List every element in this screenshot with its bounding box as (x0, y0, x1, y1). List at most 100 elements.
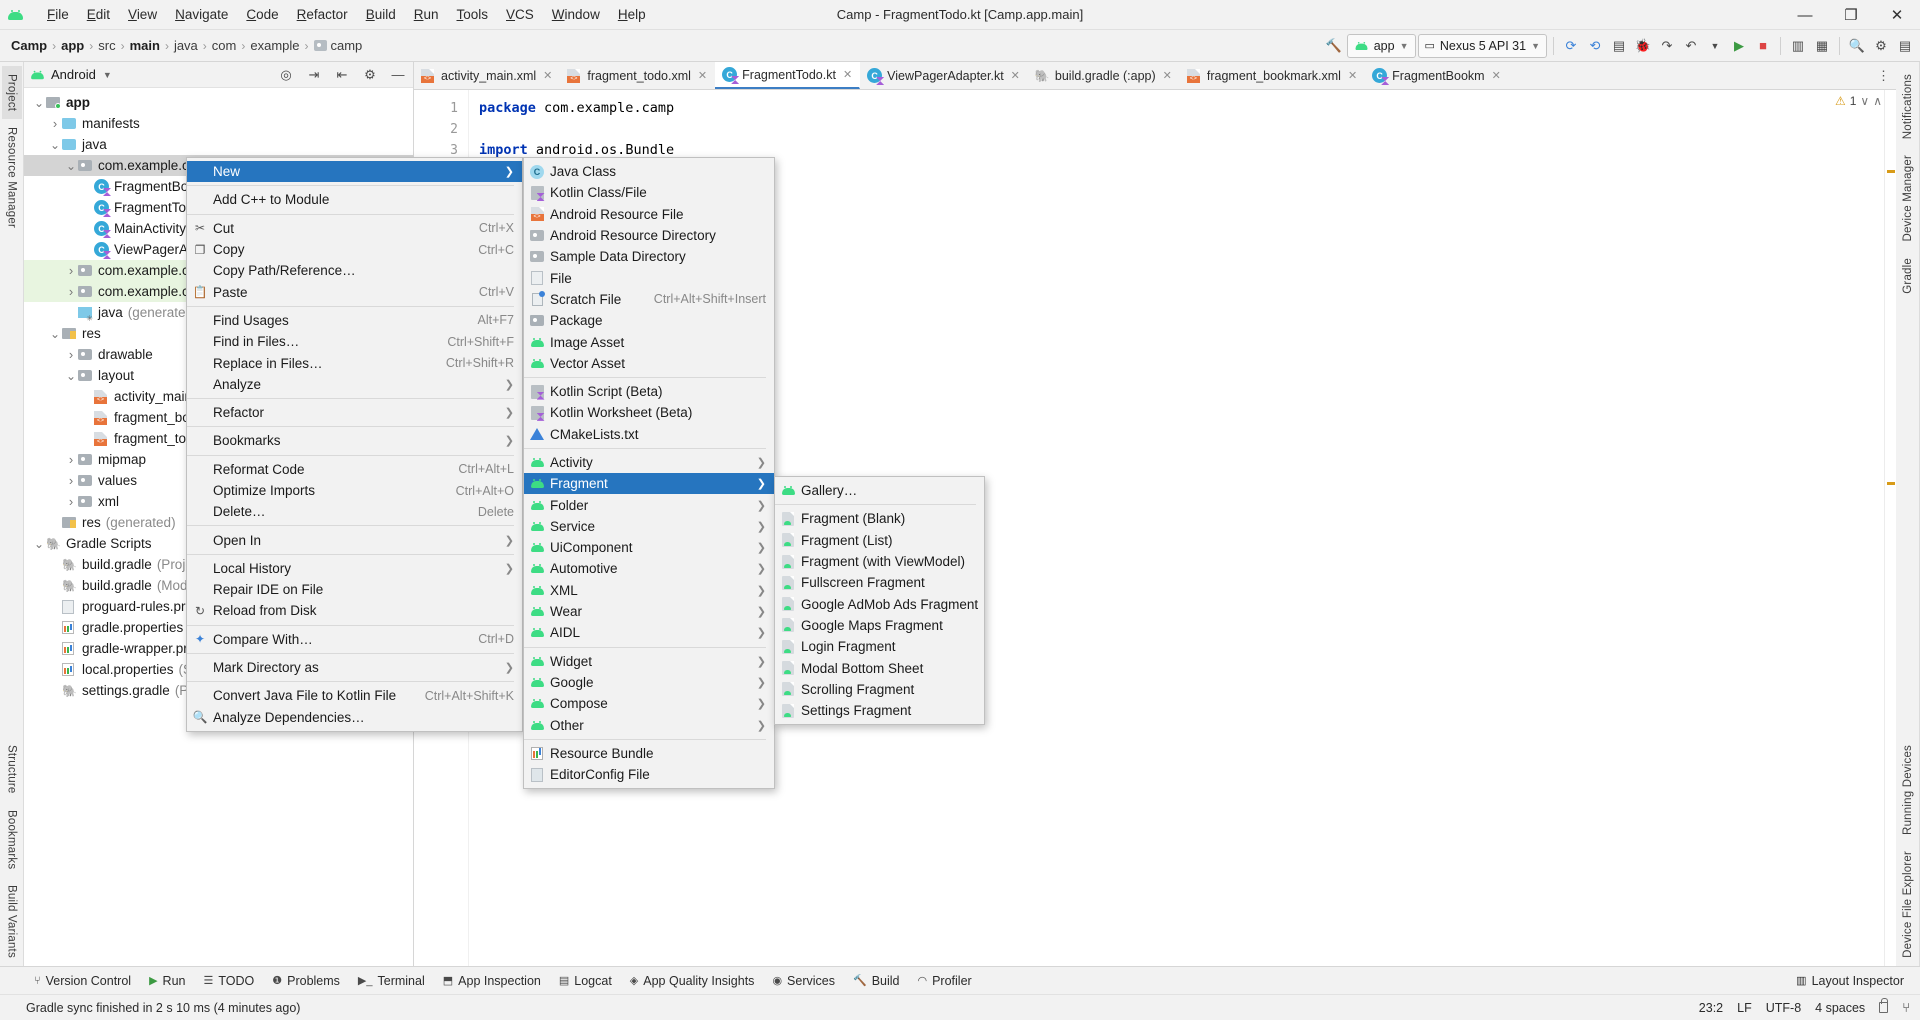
chevron-down-icon[interactable]: ⌄ (33, 95, 45, 110)
gear-icon[interactable]: ⚙ (364, 66, 376, 82)
layout-inspector-icon[interactable]: ▥ (1791, 37, 1805, 53)
menu-item[interactable]: UiComponent❯ (524, 537, 774, 558)
menu-item[interactable]: Add C++ to Module (187, 189, 522, 210)
collapse-all-icon[interactable]: ⇥ (308, 66, 320, 82)
menu-item[interactable]: Gallery… (775, 480, 984, 501)
tree-node[interactable]: java(generated) (24, 302, 413, 323)
chevron-down-icon[interactable]: ⌄ (65, 368, 77, 383)
breadcrumb-item-main[interactable]: main (129, 38, 160, 53)
rail-tab-device-manager[interactable]: Device Manager (1901, 155, 1914, 242)
breadcrumb-item-app[interactable]: app (61, 38, 85, 53)
menu-item[interactable]: Kotlin Script (Beta) (524, 381, 774, 402)
fragment-submenu[interactable]: Gallery… Fragment (Blank)Fragment (List) F… (774, 476, 985, 726)
menu-item[interactable]: EditorConfig File (524, 764, 774, 785)
tree-node[interactable]: ›drawable (24, 344, 413, 365)
minimize-button[interactable]: — (1797, 6, 1813, 24)
chevron-down-icon[interactable]: ⌄ (49, 137, 61, 152)
rail-tab-build-variants[interactable]: Build Variants (5, 885, 18, 958)
line-separator[interactable]: LF (1737, 1000, 1752, 1015)
chevron-right-icon[interactable]: › (68, 494, 74, 509)
menu-edit[interactable]: Edit (86, 7, 111, 22)
tool-window-todo[interactable]: ☰TODO (195, 971, 262, 991)
menu-help[interactable]: Help (617, 7, 646, 22)
editor-tab[interactable]: <>activity_main.xml✕ (414, 62, 560, 89)
menu-item[interactable]: Open In❯ (187, 529, 522, 550)
menu-build[interactable]: Build (365, 7, 396, 22)
menu-view[interactable]: View (128, 7, 158, 22)
chevron-down-icon[interactable]: ▼ (102, 69, 112, 80)
menu-item[interactable]: Other❯ (524, 714, 774, 735)
rail-tab-gradle[interactable]: Gradle (1901, 257, 1914, 294)
menu-item[interactable]: Analyze❯ (187, 374, 522, 395)
tree-node[interactable]: ›mipmap (24, 449, 413, 470)
close-icon[interactable]: ✕ (697, 70, 708, 82)
close-icon[interactable]: ✕ (1162, 70, 1172, 82)
menu-navigate[interactable]: Navigate (175, 7, 229, 22)
menu-item[interactable]: Replace in Files…Ctrl+Shift+R (187, 352, 522, 373)
tool-window-terminal[interactable]: ▶_Terminal (350, 971, 433, 991)
menu-item[interactable]: Service❯ (524, 516, 774, 537)
toolbar-actions[interactable]: 🔨 app ▼ ▭ Nexus 5 API 31 ▼ ⟳ ⟲ ▤ 🐞 ↷ ↶ ▼… (1323, 33, 1916, 58)
expand-all-icon[interactable]: ⇤ (336, 66, 348, 82)
rail-tab-structure[interactable]: Structure (5, 745, 18, 794)
menu-item[interactable]: Automotive❯ (524, 558, 774, 579)
sync-gradle-icon[interactable]: ⟳ (1565, 37, 1577, 53)
search-icon[interactable]: 🔍 (1848, 37, 1866, 53)
menu-item[interactable]: Repair IDE on File (187, 579, 522, 600)
chevron-down-icon[interactable]: ⌄ (33, 536, 45, 551)
chevron-down-icon[interactable]: ⌄ (49, 326, 61, 341)
breadcrumb-item-com[interactable]: com (211, 38, 237, 53)
inspections-widget[interactable]: ⚠ 1 ∨∧ (1834, 94, 1882, 108)
breadcrumb-item-java[interactable]: java (173, 38, 198, 53)
menu-item[interactable]: AIDL❯ (524, 622, 774, 643)
chevron-down-icon[interactable]: ▼ (1710, 40, 1720, 51)
tool-window-layout-inspector[interactable]: ▥Layout Inspector (1788, 971, 1912, 991)
menu-item[interactable]: Find in Files…Ctrl+Shift+F (187, 331, 522, 352)
rail-tab-project[interactable]: Project (1, 66, 22, 120)
close-icon[interactable]: ✕ (543, 70, 553, 82)
tree-node[interactable]: ›manifests (24, 113, 413, 134)
tool-window-profiler[interactable]: ◠Profiler (909, 971, 979, 991)
code-area[interactable]: package com.example.camp import android.… (479, 100, 675, 158)
device-selector[interactable]: ▭ Nexus 5 API 31 ▼ (1417, 33, 1547, 58)
tree-node[interactable]: ⌄res (24, 323, 413, 344)
menu-item[interactable]: Resource Bundle (524, 743, 774, 764)
sdk-manager-icon[interactable]: 🐞 (1634, 37, 1652, 53)
menu-item[interactable]: Fullscreen Fragment (775, 572, 984, 593)
attach-debugger-icon[interactable]: ↶ (1685, 37, 1697, 53)
tool-window-logcat[interactable]: ▤Logcat (551, 971, 620, 991)
breadcrumb-item-example[interactable]: example (250, 38, 300, 53)
editor-tab[interactable]: 🐘build.gradle (:app)✕ (1028, 62, 1180, 89)
tab-overflow-icon[interactable]: ⋮ (1877, 67, 1890, 83)
chevron-right-icon[interactable]: › (68, 284, 74, 299)
breadcrumb-item-camp[interactable]: camp (311, 38, 366, 53)
chevron-down-icon[interactable]: ⌄ (65, 158, 77, 173)
menu-item[interactable]: Widget❯ (524, 651, 774, 672)
debug-icon[interactable]: ↷ (1661, 37, 1673, 53)
menu-item[interactable]: ✦Compare With…Ctrl+D (187, 629, 522, 650)
menu-item[interactable]: Settings Fragment (775, 700, 984, 721)
menu-item[interactable]: Fragment❯ (524, 473, 774, 495)
more-icon[interactable]: ▤ (1898, 37, 1912, 53)
tool-window-services[interactable]: ◉Services (764, 971, 843, 991)
menu-item[interactable]: Fragment (List) (775, 530, 984, 551)
window-controls[interactable]: — ❐ ✕ (1782, 0, 1920, 30)
menu-item[interactable]: Scrolling Fragment (775, 679, 984, 700)
menu-item[interactable]: File (524, 267, 774, 288)
menu-item[interactable]: Mark Directory as❯ (187, 657, 522, 678)
rail-tab-resource-manager[interactable]: Resource Manager (5, 127, 18, 229)
rail-tab-device-file-explorer[interactable]: Device File Explorer (1901, 851, 1914, 958)
locate-file-icon[interactable]: ◎ (280, 66, 292, 82)
menu-item[interactable]: Fragment (Blank) (775, 508, 984, 529)
menu-vcs[interactable]: VCS (506, 7, 534, 22)
indent-setting[interactable]: 4 spaces (1815, 1000, 1866, 1015)
menu-item[interactable]: ↻Reload from Disk (187, 600, 522, 621)
